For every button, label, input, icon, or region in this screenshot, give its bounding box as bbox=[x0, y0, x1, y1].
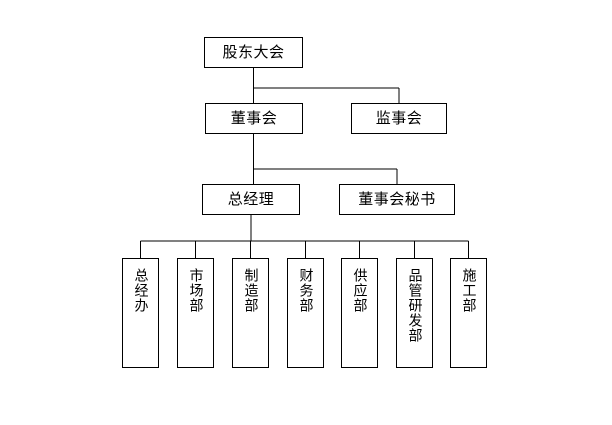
node-label: 总经办 bbox=[132, 268, 149, 313]
node-label: 监事会 bbox=[375, 109, 423, 128]
node-label: 股东大会 bbox=[222, 43, 285, 62]
node-department-supply[interactable]: 供应部 bbox=[341, 258, 378, 368]
node-department-marketing[interactable]: 市场部 bbox=[177, 258, 214, 368]
node-department-gm-office[interactable]: 总经办 bbox=[122, 258, 159, 368]
node-shareholders-meeting[interactable]: 股东大会 bbox=[204, 37, 303, 68]
node-label: 董事会秘书 bbox=[358, 190, 436, 209]
node-board-of-supervisors[interactable]: 监事会 bbox=[351, 103, 447, 134]
node-department-manufacturing[interactable]: 制造部 bbox=[232, 258, 269, 368]
node-label: 总经理 bbox=[227, 190, 275, 209]
node-department-qa-rd[interactable]: 品管研发部 bbox=[396, 258, 433, 368]
node-label: 制造部 bbox=[242, 268, 259, 313]
node-label: 市场部 bbox=[187, 268, 204, 313]
node-board-of-directors[interactable]: 董事会 bbox=[205, 103, 303, 134]
node-label: 董事会 bbox=[230, 109, 278, 128]
node-label: 财务部 bbox=[297, 268, 314, 313]
node-department-construction[interactable]: 施工部 bbox=[450, 258, 487, 368]
node-label: 供应部 bbox=[351, 268, 368, 313]
node-label: 品管研发部 bbox=[406, 268, 423, 343]
node-board-secretary[interactable]: 董事会秘书 bbox=[339, 184, 455, 215]
node-label: 施工部 bbox=[460, 268, 477, 313]
node-department-finance[interactable]: 财务部 bbox=[287, 258, 324, 368]
node-general-manager[interactable]: 总经理 bbox=[202, 184, 300, 215]
